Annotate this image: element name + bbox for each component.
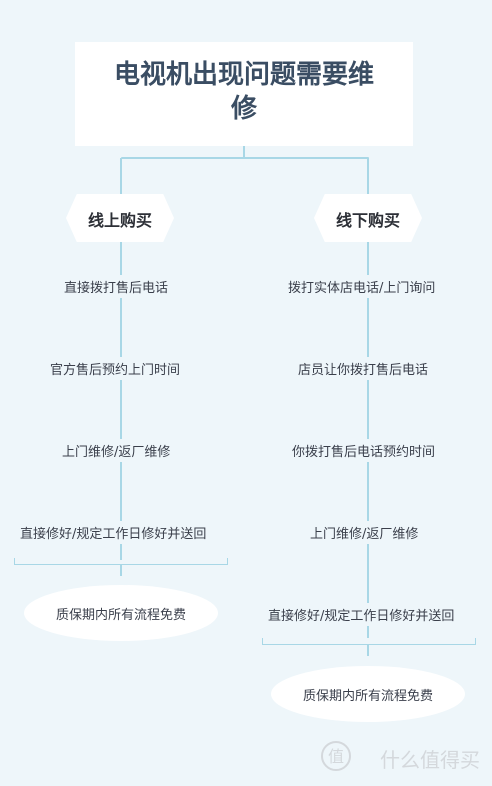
offline-end-ellipse: 质保期内所有流程免费 [271, 666, 465, 722]
online-step: 上门维修/返厂维修 [58, 439, 175, 462]
watermark-logo-icon: 值 [321, 741, 351, 771]
connector-title-down [243, 146, 245, 158]
title-line-1: 电视机出现问题需要维 [113, 60, 374, 90]
title-box: 电视机出现问题需要维 修 [75, 42, 413, 146]
online-step: 直接修好/规定工作日修好并送回 [16, 521, 211, 544]
online-end-text: 质保期内所有流程免费 [55, 608, 186, 623]
offline-bracket-stem [367, 644, 369, 656]
svg-text:值: 值 [328, 747, 344, 766]
title-line-2: 修 [230, 94, 257, 124]
online-step: 官方售后预约上门时间 [46, 357, 185, 380]
branch-label-online: 线上购买 [87, 211, 152, 230]
left-spine [120, 238, 122, 560]
online-step: 直接拨打售后电话 [60, 275, 173, 298]
watermark-text: 什么值得买 [380, 748, 480, 772]
connector-right-down [367, 158, 369, 200]
online-bracket-stem [120, 564, 122, 576]
right-spine [367, 238, 369, 638]
offline-step: 拨打实体店电话/上门询问 [284, 275, 440, 298]
offline-step: 你拨打售后电话预约时间 [288, 439, 440, 462]
offline-step: 上门维修/返厂维修 [306, 521, 423, 544]
offline-step: 店员让你拨打售后电话 [294, 357, 433, 380]
branch-label-offline: 线下购买 [335, 211, 400, 230]
branch-header-offline: 线下购买 [314, 194, 422, 242]
offline-bracket [262, 638, 476, 645]
title-text: 电视机出现问题需要维 修 [75, 58, 413, 126]
offline-end-text: 质保期内所有流程免费 [302, 689, 433, 704]
online-end-ellipse: 质保期内所有流程免费 [24, 585, 218, 641]
offline-step: 直接修好/规定工作日修好并送回 [264, 603, 459, 626]
connector-left-down [120, 158, 122, 200]
connector-horizontal [121, 157, 369, 159]
branch-header-online: 线上购买 [66, 194, 174, 242]
